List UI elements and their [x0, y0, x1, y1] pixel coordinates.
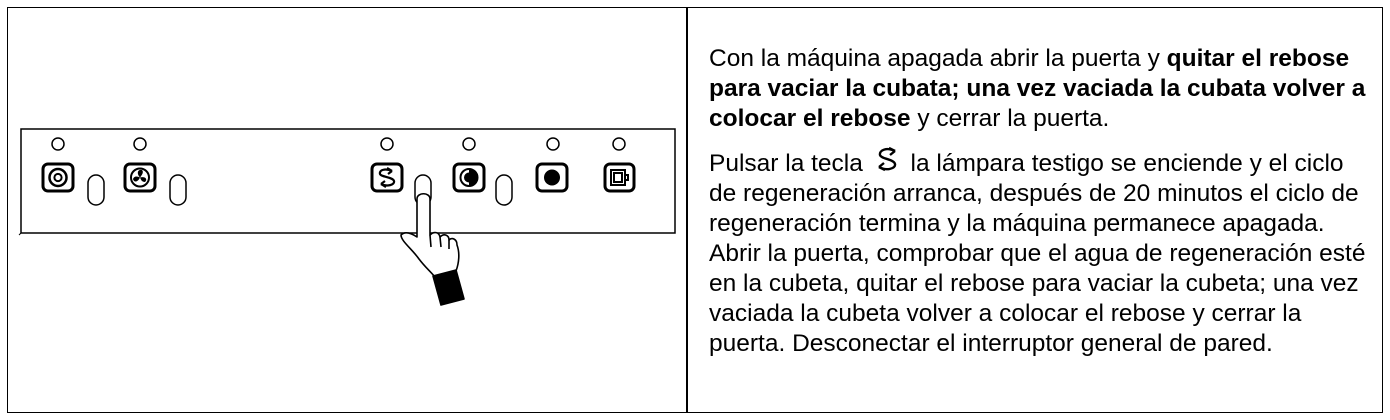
- filled-circle-button: [535, 162, 569, 193]
- instructions-text: Con la máquina apagada abrir la puerta y…: [709, 44, 1369, 369]
- indicator-lamp-regeneration: [380, 137, 394, 151]
- control-panel: [20, 128, 676, 234]
- half-circle-icon: [459, 168, 479, 187]
- control-panel-illustration: [18, 128, 676, 306]
- fan-button: [123, 162, 157, 193]
- indicator-lamp-power: [51, 137, 65, 151]
- indicator-lamp-door: [612, 137, 626, 151]
- regeneration-icon-button: [378, 167, 396, 188]
- push-key-2: [169, 174, 187, 206]
- push-key-4: [495, 174, 513, 206]
- indicator-lamp-fan: [133, 137, 147, 151]
- filled-circle-icon: [544, 169, 560, 186]
- instruction-paragraph-1: Con la máquina apagada abrir la puerta y…: [709, 45, 1366, 132]
- power-icon: [48, 167, 68, 188]
- half-circle-button: [452, 162, 486, 193]
- indicator-lamp-half-circle: [462, 137, 476, 151]
- fan-icon: [130, 167, 150, 188]
- document-frame: [7, 7, 1383, 413]
- push-key-1: [87, 174, 105, 206]
- column-divider: [686, 7, 688, 413]
- power-button: [41, 162, 75, 193]
- pointing-hand-icon: [400, 192, 465, 306]
- instruction-paragraph-2: Pulsar la tecla la lámpara testigo se en…: [709, 144, 1369, 359]
- indicator-lamp-filled-circle: [546, 137, 560, 151]
- regeneration-icon: [877, 146, 896, 172]
- door-icon: [610, 169, 629, 186]
- regeneration-button: [370, 162, 404, 193]
- door-button: [603, 162, 636, 193]
- instruction-emphasis: quitar el rebose para vaciar la cubata; …: [709, 45, 1366, 132]
